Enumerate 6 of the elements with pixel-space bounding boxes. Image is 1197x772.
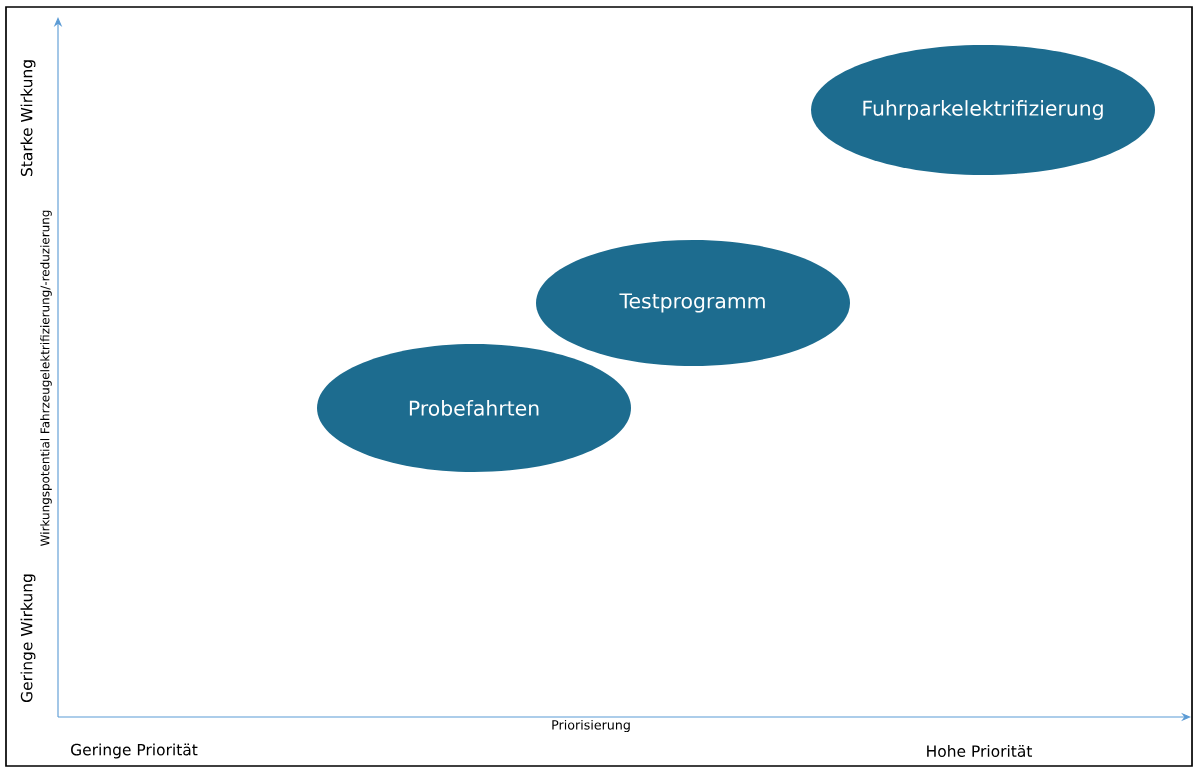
axis-label: Starke Wirkung: [20, 60, 36, 176]
axis-label: Hohe Priorität: [927, 745, 1033, 757]
axis-label: Wirkungspotential Fahrzeugelektrifizierung/-reduzierung: [40, 210, 52, 546]
axis-label: Priorisierung: [552, 719, 630, 733]
axis-label: Geringe Wirkung: [20, 574, 36, 702]
axis-label: Geringe Priorität: [71, 743, 198, 759]
